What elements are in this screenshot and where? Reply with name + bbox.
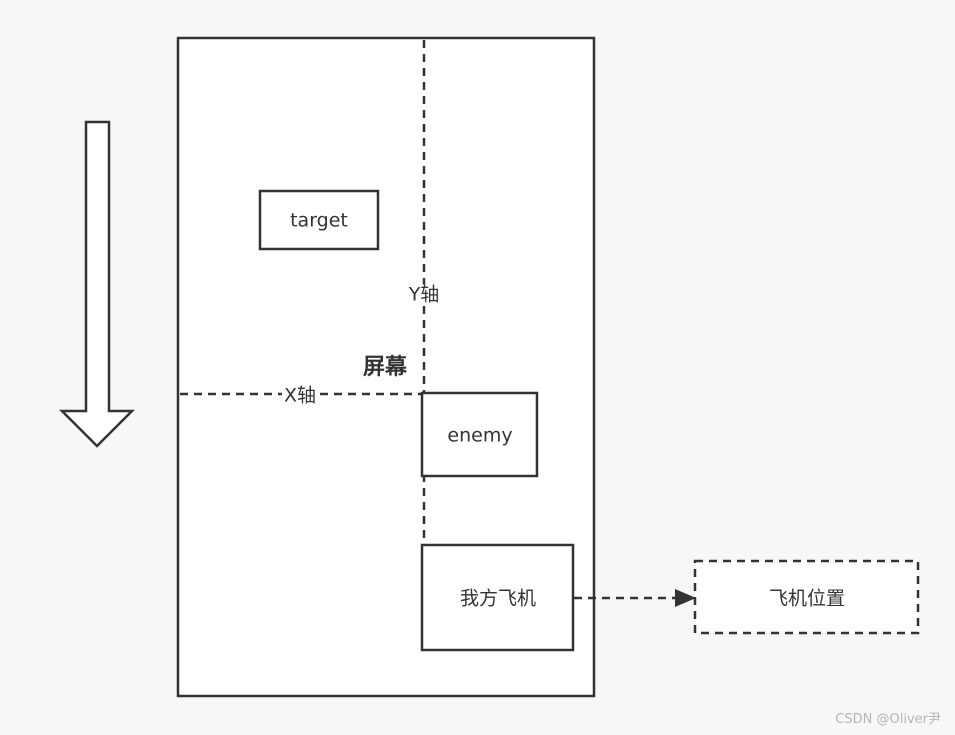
- player-plane-label: 我方飞机: [459, 587, 537, 610]
- enemy-label: enemy: [447, 424, 513, 447]
- y-axis-label: Y轴: [406, 283, 442, 306]
- plane-position-box: [693, 559, 920, 635]
- plane-position-label: 飞机位置: [768, 587, 846, 610]
- arrow-head-icon: [675, 589, 696, 607]
- x-axis-label: X轴: [281, 384, 319, 407]
- down-arrow-icon: [58, 120, 136, 448]
- player-plane-box: [420, 543, 575, 652]
- target-label: target: [290, 209, 348, 232]
- watermark: CSDN @Oliver尹: [835, 712, 941, 727]
- screen-label: 屏幕: [362, 355, 408, 380]
- target-box: [258, 189, 380, 251]
- enemy-box: [420, 391, 539, 478]
